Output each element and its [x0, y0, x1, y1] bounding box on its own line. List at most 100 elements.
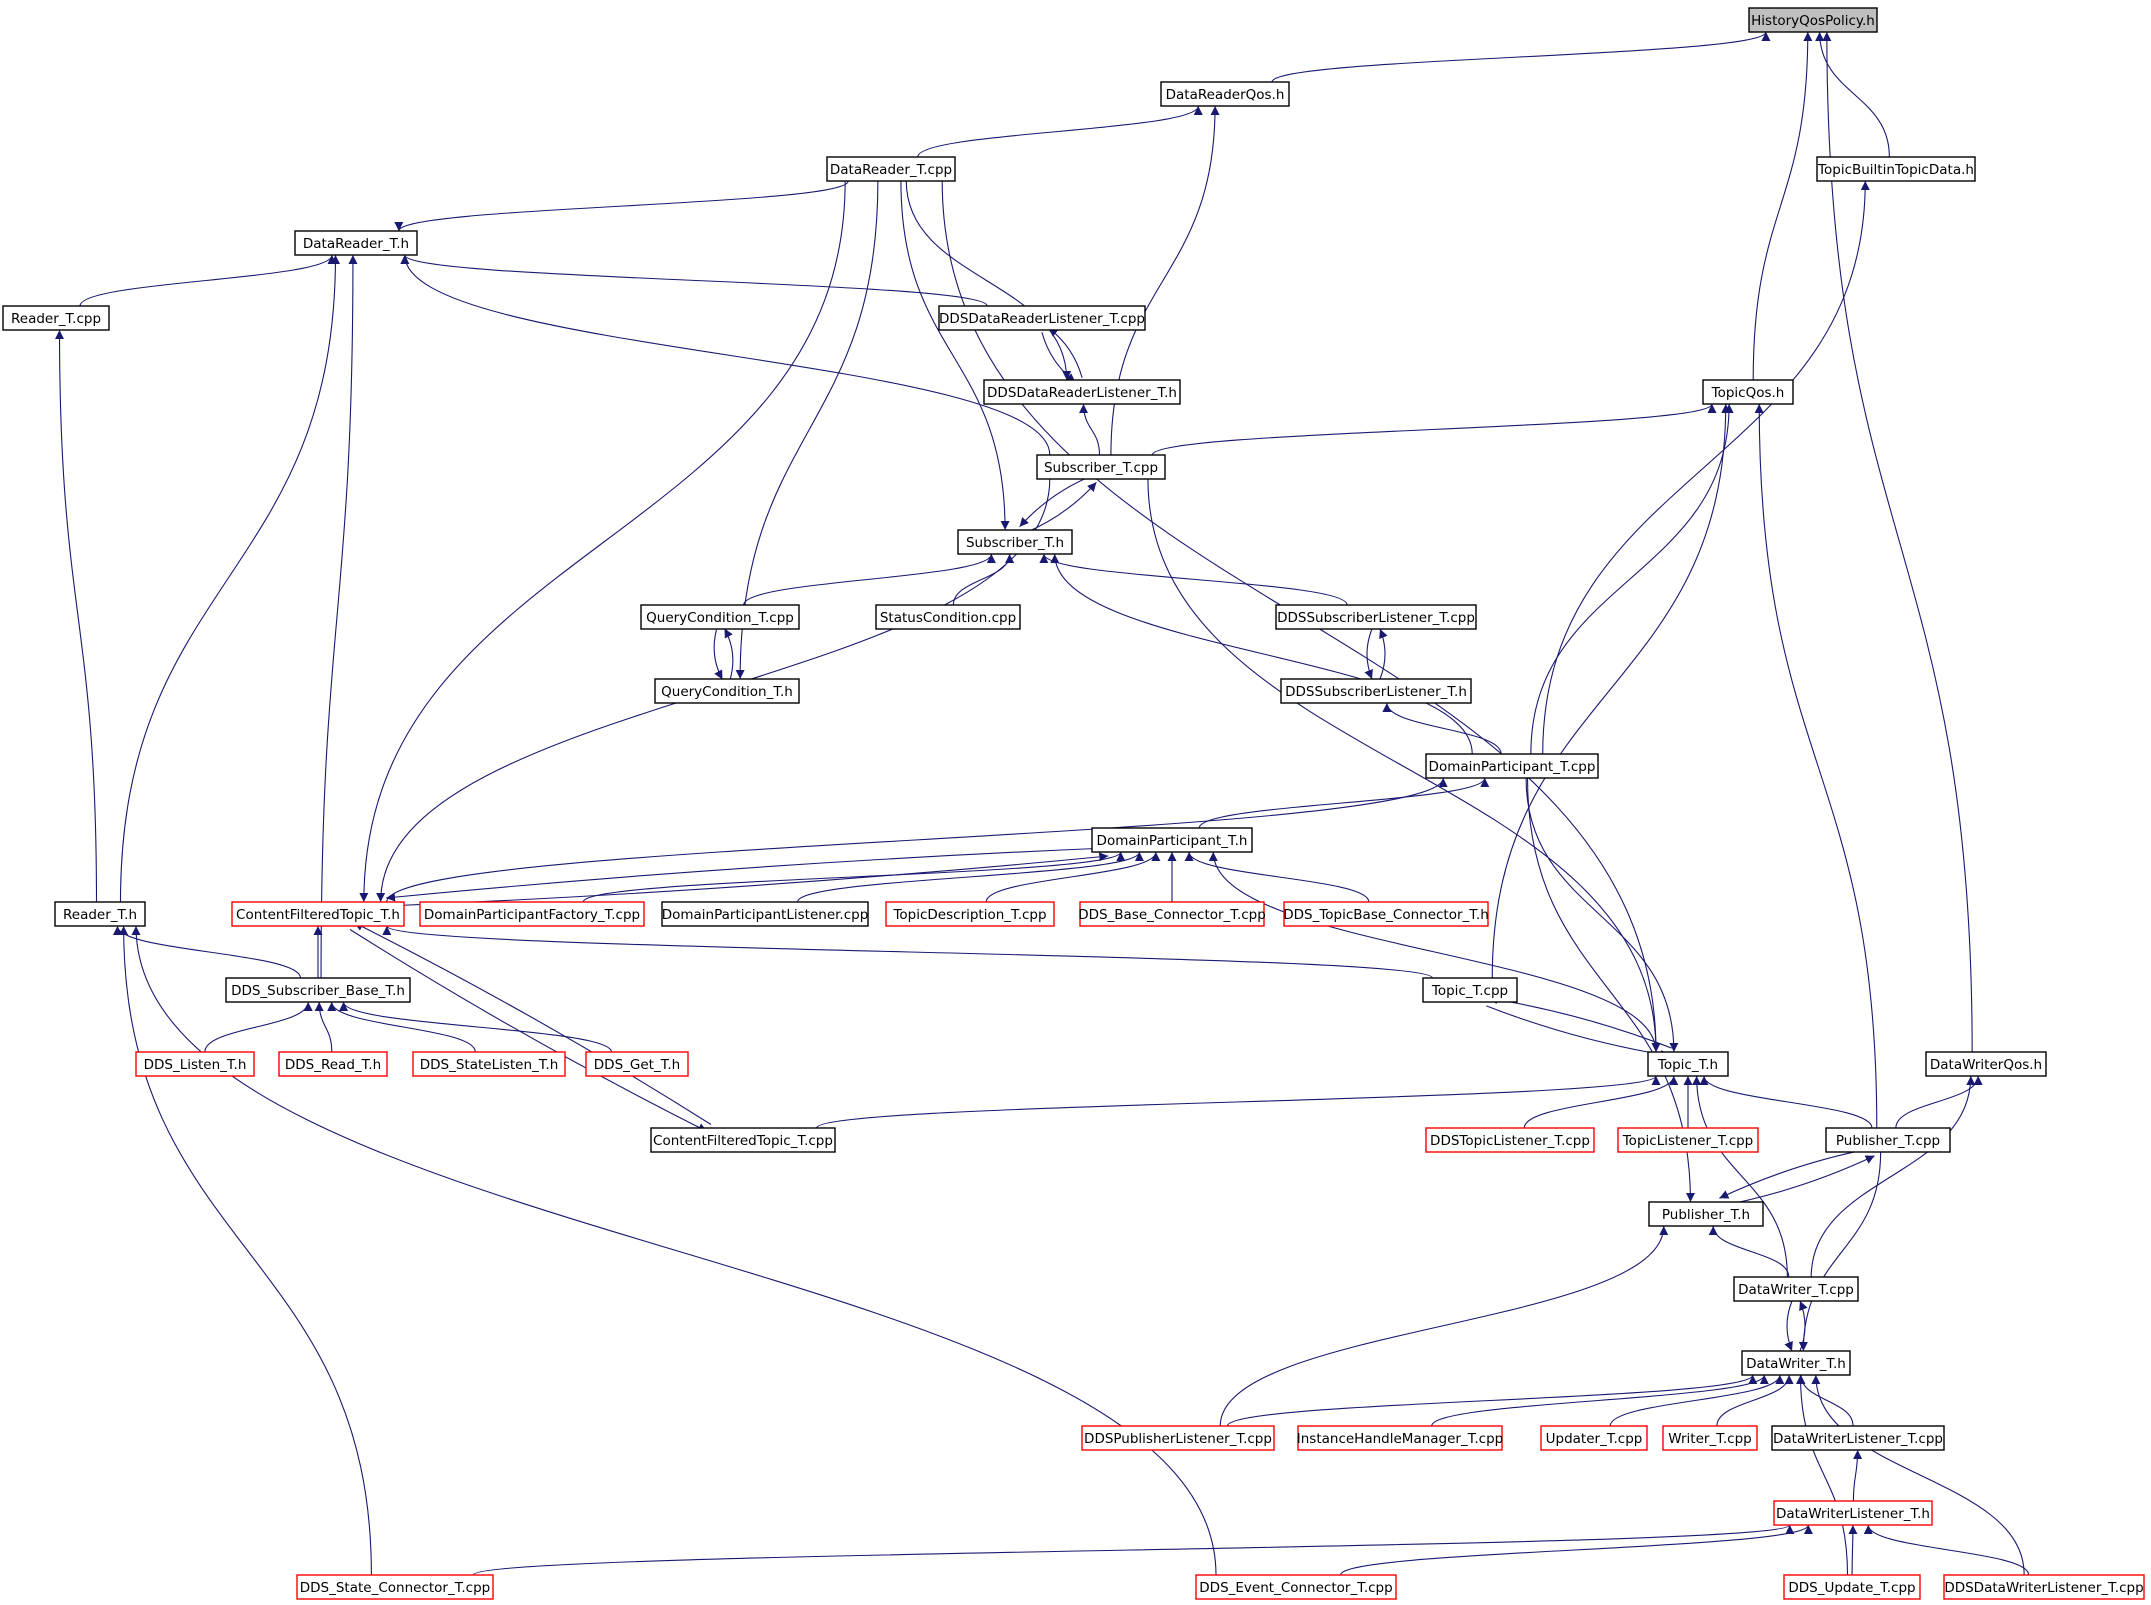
node-datawriterqos[interactable]: DataWriterQos.h	[1925, 1051, 2047, 1077]
node-updater_t_cpp[interactable]: Updater_T.cpp	[1540, 1425, 1648, 1451]
node-dds_statelisten_h[interactable]: DDS_StateListen_T.h	[412, 1051, 566, 1077]
node-label: DomainParticipantFactory_T.cpp	[424, 907, 640, 923]
node-topiclistener_cpp[interactable]: TopicListener_T.cpp	[1617, 1127, 1759, 1153]
node-subscriber_t_h[interactable]: Subscriber_T.h	[957, 529, 1073, 555]
node-statuscondition_cpp[interactable]: StatusCondition.cpp	[875, 604, 1021, 630]
node-box	[1617, 1127, 1759, 1153]
node-publisher_t_h[interactable]: Publisher_T.h	[1648, 1201, 1764, 1227]
node-box	[54, 901, 146, 927]
edge-datareader_t_cpp-to-querycondition_h	[735, 180, 879, 680]
node-dds_read_h[interactable]: DDS_Read_T.h	[278, 1051, 388, 1077]
edge-publisher_t_cpp-to-datawriterqos	[1895, 1075, 1983, 1129]
node-topicdescription_cpp[interactable]: TopicDescription_T.cpp	[885, 901, 1055, 927]
node-box	[938, 305, 1146, 331]
node-dds_listen_h[interactable]: DDS_Listen_T.h	[135, 1051, 255, 1077]
node-subscriber_t_cpp[interactable]: Subscriber_T.cpp	[1036, 454, 1166, 480]
node-ddspublisherlistener_cpp[interactable]: DDSPublisherListener_T.cpp	[1081, 1425, 1275, 1451]
node-writer_t_cpp[interactable]: Writer_T.cpp	[1662, 1425, 1758, 1451]
node-box	[1160, 81, 1290, 107]
node-box	[1283, 901, 1489, 927]
node-box	[1783, 1574, 1921, 1600]
node-dds_base_connector_cpp[interactable]: DDS_Base_Connector_T.cpp	[1078, 901, 1266, 927]
node-querycondition_cpp[interactable]: QueryCondition_T.cpp	[640, 604, 800, 630]
edge-ddsdatareaderlistener_h-to-ddsdatareaderlistener_cpp	[1048, 327, 1083, 378]
node-ddssubscriberlistener_cpp[interactable]: DDSSubscriberListener_T.cpp	[1275, 604, 1477, 630]
node-ddstopiclistener_cpp[interactable]: DDSTopicListener_T.cpp	[1425, 1127, 1595, 1153]
edge-domainparticipant_cpp-to-ddssubscriberlistener_h	[1382, 702, 1502, 755]
node-datawriterlistener_cpp[interactable]: DataWriterListener_T.cpp	[1771, 1425, 1945, 1451]
node-instancehandlemanager_cpp[interactable]: InstanceHandleManager_T.cpp	[1297, 1425, 1503, 1451]
node-label: Writer_T.cpp	[1668, 1431, 1751, 1447]
node-contentfilteredtopic_cpp[interactable]: ContentFilteredTopic_T.cpp	[650, 1127, 836, 1153]
edge-dds_update_cpp-to-datawriter_t_h	[1795, 1374, 1849, 1576]
edge-publisher_t_cpp-to-publisher_t_h	[1719, 1147, 1873, 1199]
node-dds_update_cpp[interactable]: DDS_Update_T.cpp	[1783, 1574, 1921, 1600]
node-domainparticipant_cpp[interactable]: DomainParticipant_T.cpp	[1425, 753, 1599, 779]
node-topic_t_h[interactable]: Topic_T.h	[1647, 1051, 1729, 1077]
node-dds_state_connector_cpp[interactable]: DDS_State_Connector_T.cpp	[296, 1574, 494, 1600]
edge-domainparticipant_cpp-to-topicbuiltintopicdata	[1542, 180, 1870, 755]
edge-datareader_t_cpp-to-contentfilteredtopic_h	[359, 180, 846, 903]
node-publisher_t_cpp[interactable]: Publisher_T.cpp	[1825, 1127, 1951, 1153]
node-contentfilteredtopic_h[interactable]: ContentFilteredTopic_T.h	[231, 901, 405, 927]
node-reader_t_cpp[interactable]: Reader_T.cpp	[2, 305, 110, 331]
node-label: Publisher_T.h	[1662, 1207, 1750, 1223]
edge-domainparticipant_cpp-to-subscriber_t_h	[1050, 553, 1473, 755]
edge-topic_t_cpp-to-topic_t_h	[1486, 1005, 1670, 1059]
node-topic_t_cpp[interactable]: Topic_T.cpp	[1422, 977, 1518, 1003]
edge-domainparticipant_cpp-to-topicqos	[1530, 403, 1734, 755]
node-box	[278, 1051, 388, 1077]
node-label: DDS_Event_Connector_T.cpp	[1199, 1580, 1392, 1596]
node-box	[826, 156, 956, 182]
node-dds_topicbase_connector_h[interactable]: DDS_TopicBase_Connector_T.h	[1283, 901, 1489, 927]
node-box	[1741, 1350, 1851, 1376]
node-datareaderqos[interactable]: DataReaderQos.h	[1160, 81, 1290, 107]
node-domainparticipantfactory_cpp[interactable]: DomainParticipantFactory_T.cpp	[419, 901, 645, 927]
edge-subscriber_t_cpp-to-topic_t_h	[1147, 478, 1661, 1053]
node-label: DataReader_T.h	[303, 236, 409, 252]
node-topicqos[interactable]: TopicQos.h	[1702, 379, 1794, 405]
edge-querycondition_h-to-querycondition_cpp	[724, 628, 734, 679]
node-label: DDSSubscriberListener_T.cpp	[1277, 610, 1475, 626]
node-ddsdatareaderlistener_h[interactable]: DDSDataReaderListener_T.h	[983, 379, 1181, 405]
node-querycondition_h[interactable]: QueryCondition_T.h	[654, 678, 800, 704]
edge-dds_get_h-to-dds_subscriber_base_h	[339, 1001, 613, 1053]
edge-topic_t_h-to-domainparticipant_h	[1208, 851, 1657, 1053]
node-dds_event_connector_cpp[interactable]: DDS_Event_Connector_T.cpp	[1195, 1574, 1397, 1600]
edge-datawriter_t_cpp-to-topic_t_h	[1692, 1075, 1788, 1278]
node-datareader_t_cpp[interactable]: DataReader_T.cpp	[826, 156, 956, 182]
node-datareader_t_h[interactable]: DataReader_T.h	[294, 230, 418, 256]
node-ddsdatareaderlistener_cpp[interactable]: DDSDataReaderListener_T.cpp	[938, 305, 1146, 331]
node-datawriter_t_h[interactable]: DataWriter_T.h	[1741, 1350, 1851, 1376]
node-label: DDSDataReaderListener_T.h	[987, 385, 1177, 401]
node-box	[2, 305, 110, 331]
node-datawriterlistener_h[interactable]: DataWriterListener_T.h	[1773, 1500, 1933, 1526]
node-ddssubscriberlistener_h[interactable]: DDSSubscriberListener_T.h	[1280, 678, 1472, 704]
node-box	[1647, 1051, 1729, 1077]
edge-dds_event_connector_cpp-to-reader_t_h	[131, 925, 1217, 1576]
edge-ddspublisherlistener_cpp-to-datawriter_t_h	[1226, 1374, 1758, 1427]
node-dds_subscriber_base_h[interactable]: DDS_Subscriber_Base_T.h	[225, 977, 411, 1003]
node-ddsdatawriterlistener_cpp[interactable]: DDSDataWriterListener_T.cpp	[1943, 1574, 2145, 1600]
node-label: DDSPublisherListener_T.cpp	[1084, 1431, 1272, 1447]
edge-reader_t_h-to-datareader_t_h	[119, 254, 341, 903]
edge-publisher_t_h-to-publisher_t_cpp	[1721, 1155, 1875, 1207]
node-datawriter_t_cpp[interactable]: DataWriter_T.cpp	[1733, 1276, 1859, 1302]
node-label: QueryCondition_T.cpp	[646, 610, 794, 626]
node-box	[1297, 1425, 1503, 1451]
node-reader_t_h[interactable]: Reader_T.h	[54, 901, 146, 927]
edge-dds_topicbase_connector_h-to-domainparticipant_h	[1184, 851, 1370, 903]
node-label: DataWriter_T.h	[1746, 1356, 1846, 1372]
node-label: DomainParticipant_T.h	[1097, 833, 1248, 849]
node-label: Subscriber_T.h	[966, 535, 1064, 551]
edge-ddssubscriberlistener_h-to-ddssubscriberlistener_cpp	[1379, 628, 1388, 680]
node-historyqospolicy[interactable]: HistoryQosPolicy.h	[1748, 7, 1878, 33]
node-domainparticipantlistener_cpp[interactable]: DomainParticipantListener.cpp	[661, 901, 869, 927]
node-box	[419, 901, 645, 927]
node-box	[1733, 1276, 1859, 1302]
node-dds_get_h[interactable]: DDS_Get_T.h	[585, 1051, 689, 1077]
edge-ddssubscriberlistener_cpp-to-subscriber_t_h	[1039, 553, 1348, 606]
node-topicbuiltintopicdata[interactable]: TopicBuiltinTopicData.h	[1816, 156, 1976, 182]
node-domainparticipant_h[interactable]: DomainParticipant_T.h	[1091, 827, 1253, 853]
